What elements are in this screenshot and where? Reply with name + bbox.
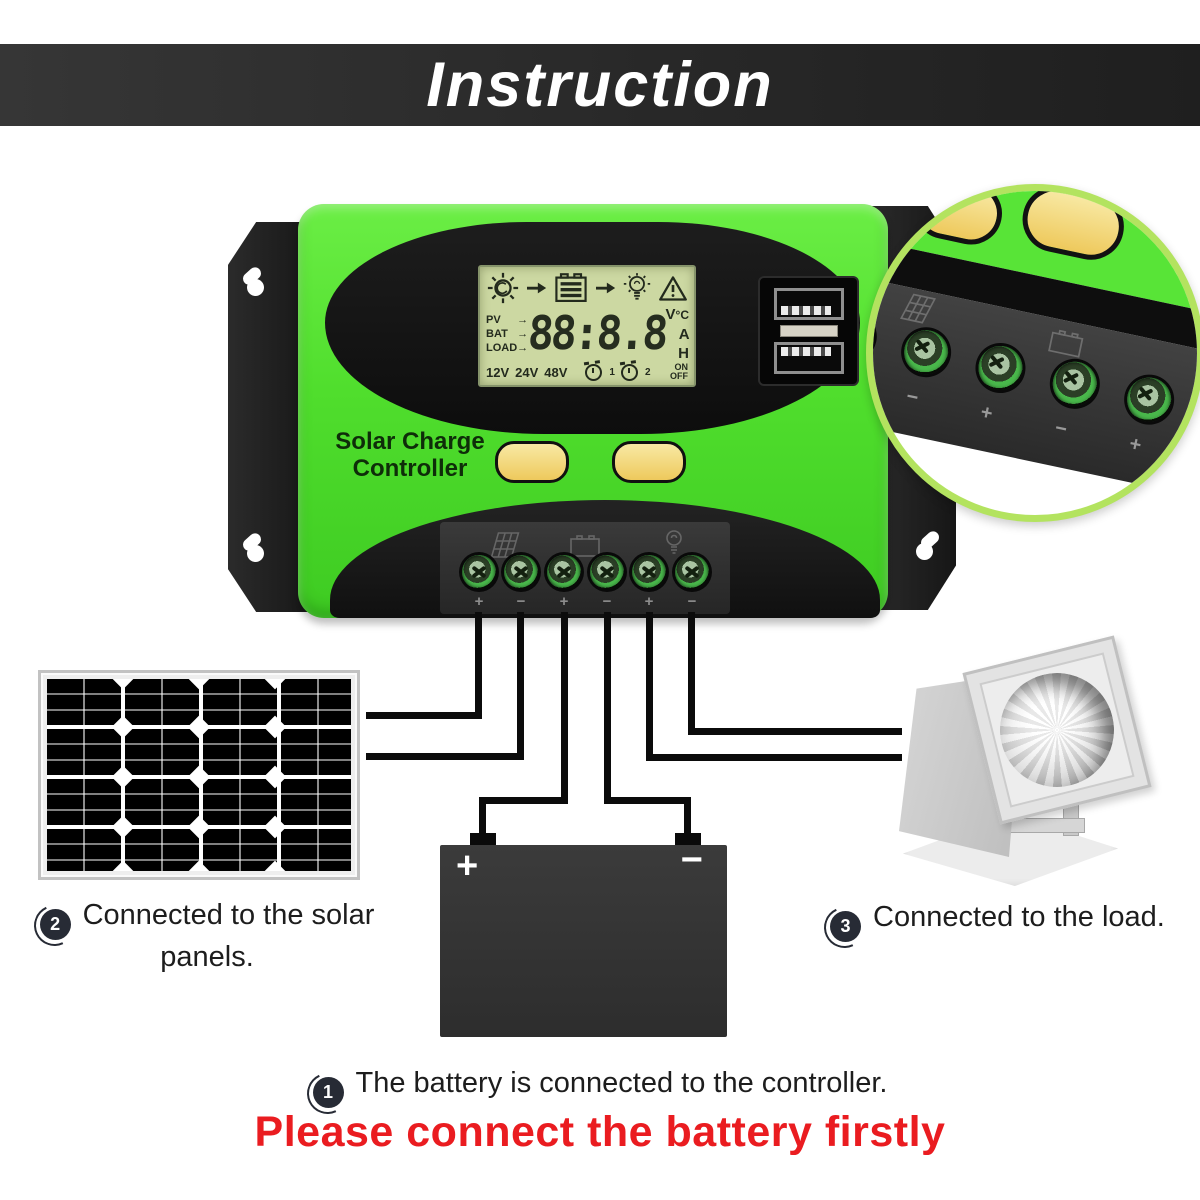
battery-minus-sign: − [680, 839, 703, 881]
usb-port-top [773, 288, 844, 320]
screw-terminal-pv-minus [504, 555, 538, 589]
usb-tongue [780, 306, 831, 315]
wire-load-negative [688, 728, 902, 735]
terminal-sign: + [474, 593, 484, 610]
terminal-sign: + [644, 593, 654, 610]
arrow-icon [527, 281, 547, 295]
brand-text: Solar Charge Controller [335, 428, 485, 482]
wire-load-negative [688, 612, 695, 735]
screw-terminal-pv-plus [462, 555, 496, 589]
arrow-icon [595, 281, 616, 295]
mount-slot-hole [916, 543, 933, 560]
usb-port-bottom [773, 342, 844, 374]
bat-arrow: → [517, 328, 529, 340]
badge-2: 2 [39, 908, 71, 940]
battery-terminal-icon [568, 533, 602, 559]
battery-negative-post [675, 833, 701, 846]
bulb-icon [623, 272, 651, 304]
wire-pv-positive [475, 612, 482, 719]
terminal-sign: − [904, 385, 921, 410]
magnified-screw-terminal [900, 326, 953, 379]
badge-1: 1 [312, 1076, 344, 1108]
terminal-sign: − [602, 593, 612, 610]
lcd-units: V°C A H [665, 306, 689, 362]
lcd-digits: 88:8.8 [526, 307, 668, 361]
badge-3: 3 [830, 910, 861, 942]
solar-terminal-icon [898, 290, 937, 326]
battery: + − [440, 839, 727, 1037]
terminal-sign: − [516, 593, 526, 610]
lamp-terminal-icon [660, 528, 688, 560]
battery-plus-sign: + [456, 845, 479, 887]
usb-divider [779, 325, 838, 337]
load-arrow: → [517, 342, 529, 354]
wire-battery-negative [684, 797, 691, 845]
menu-button [495, 441, 569, 483]
solar-terminal-icon [490, 531, 520, 559]
magnified-terminal-strip: + − + − + − [873, 270, 1197, 512]
mount-slot-hole [247, 279, 264, 296]
set-button [612, 441, 686, 483]
screw-terminal-load-plus [632, 555, 666, 589]
magnifier-content: + − + − + − [873, 191, 1197, 515]
terminal-sign: − [687, 593, 697, 610]
magnified-screw-terminal [1123, 373, 1176, 426]
pv-arrow: → [517, 314, 529, 326]
terminal-sign: − [1052, 416, 1069, 441]
terminal-sign: + [1127, 432, 1144, 457]
warning-text: Please connect the battery firstly [254, 1108, 946, 1156]
lcd-source-labels: PV→ BAT→ LOAD→ [486, 314, 529, 354]
banner: Instruction [0, 44, 1200, 126]
terminal-sign: + [978, 401, 995, 426]
magnified-screw-terminal [1048, 357, 1101, 410]
screw-terminal-bat-minus [590, 555, 624, 589]
wire-pv-positive [366, 712, 482, 719]
terminal-sign: + [559, 593, 569, 610]
timer1-icon [585, 363, 603, 381]
lcd-screen: PV→ BAT→ LOAD→ 88:8.8 V°C A H 12V 24V 48… [478, 265, 696, 387]
wire-load-positive [646, 612, 653, 761]
screw-terminal-load-minus [675, 555, 709, 589]
magnifier-circle: + − + − + − [866, 184, 1200, 522]
sun-icon [486, 271, 520, 305]
magnified-screw-terminal [974, 341, 1027, 395]
battery-terminal-icon [1045, 325, 1088, 360]
wire-battery-positive [479, 797, 568, 804]
wire-battery-negative [604, 612, 611, 804]
floodlight-load [893, 635, 1152, 892]
battery-icon [554, 273, 588, 303]
warning-icon [658, 275, 688, 302]
solar-cells-grid [47, 679, 351, 871]
usb-ports [758, 276, 859, 386]
solar-panel [38, 670, 360, 880]
wire-battery-negative [604, 797, 691, 804]
mount-slot-hole [247, 545, 264, 562]
wire-battery-positive [561, 612, 568, 804]
wire-pv-negative [366, 753, 524, 760]
timer2-icon [620, 363, 638, 381]
screw-terminal-bat-plus [547, 555, 581, 589]
wire-battery-positive [479, 797, 486, 845]
page-title: Instruction [426, 50, 774, 120]
wire-load-positive [646, 754, 902, 761]
wire-pv-negative [517, 612, 524, 760]
floodlight-frame [979, 652, 1135, 808]
usb-tongue [780, 347, 831, 356]
battery-positive-post [470, 833, 496, 846]
floodlight-reflector [987, 660, 1127, 800]
